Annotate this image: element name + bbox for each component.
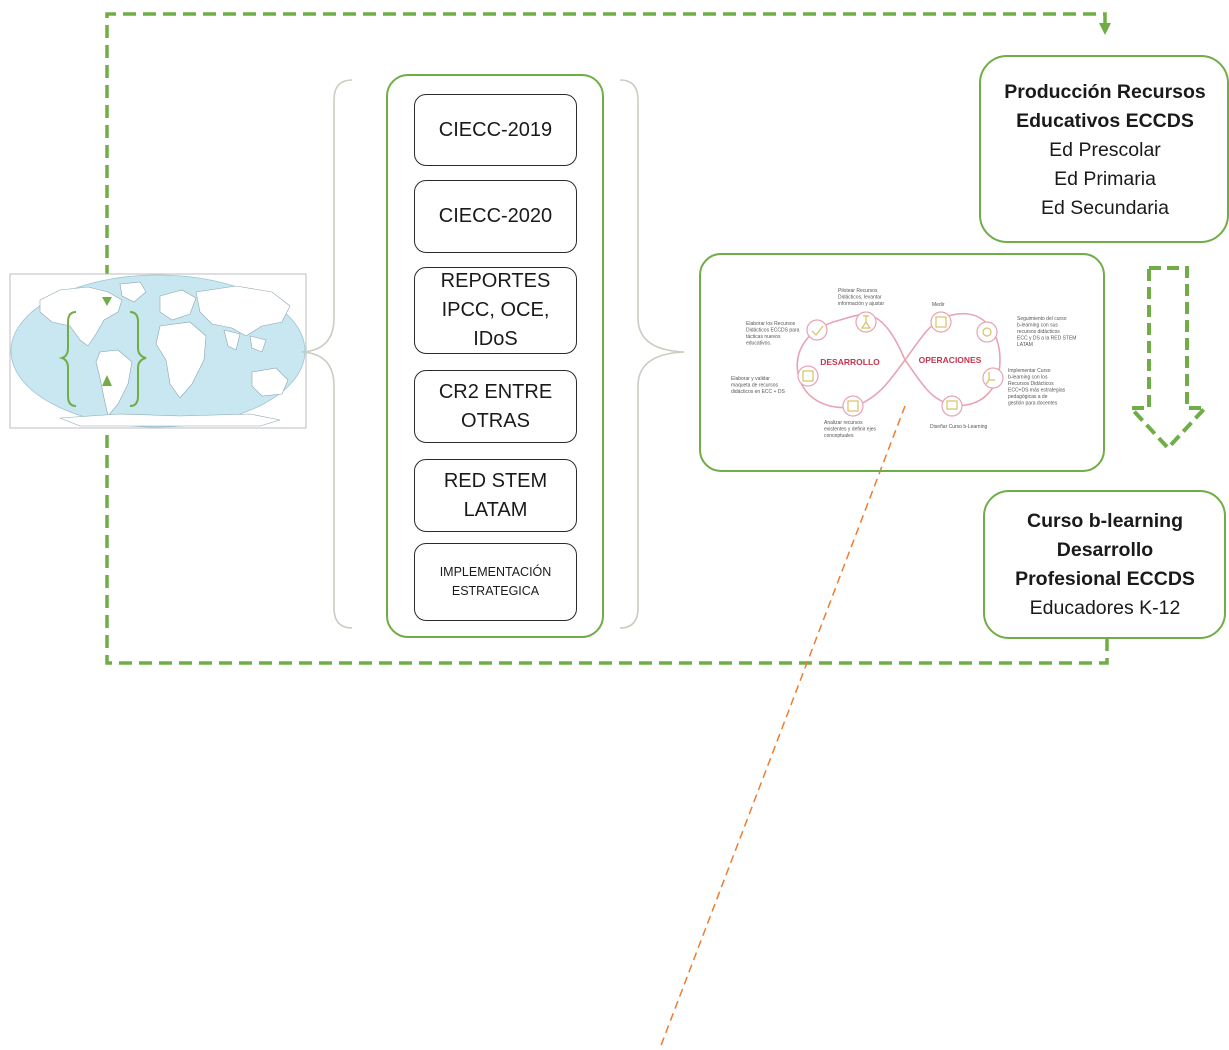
produccion-sub-2: Ed Primaria [1054,168,1156,190]
box-label: CR2 ENTRE OTRAS [438,380,553,432]
map-arrowhead-down [102,297,112,306]
arrowhead-down-top [1099,23,1111,35]
box-implementacion: IMPLEMENTACIÓN ESTRATEGICA [414,543,577,621]
produccion-title-1: Producción Recursos [1004,81,1206,103]
map-brace-right [129,311,147,407]
produccion-title-2: Educativos ECCDS [1016,110,1194,132]
note-bottom-right: Diseñar Curso b-Learning [930,424,987,430]
feedback-loop-top [105,12,1107,298]
orange-dashed-line [659,405,906,1049]
box-label: IMPLEMENTACIÓN ESTRATEGICA [439,565,552,598]
note-top-right-a: Medir [932,302,945,308]
box-ciecc-2019: CIECC-2019 [414,94,577,166]
right-brace [619,79,685,629]
produccion-sub-1: Ed Prescolar [1049,139,1161,161]
curso-text: Curso b-learning Desarrollo Profesional … [985,507,1225,623]
curso-title-2: Desarrollo [1056,539,1154,561]
map-brace-left [58,311,77,407]
produccion-sub-3: Ed Secundaria [1041,197,1169,219]
box-ciecc-2020: CIECC-2020 [414,180,577,253]
curso-title-3: Profesional ECCDS [1015,568,1195,590]
box-label: RED STEM LATAM [443,469,548,521]
node-gear-icon [976,321,998,343]
cycle-right-label: OPERACIONES [919,355,982,365]
curso-box [983,490,1226,639]
curso-title-1: Curso b-learning [1026,510,1183,532]
box-red-stem: RED STEM LATAM [414,459,577,532]
curso-sub-1: Educadores K-12 [1029,597,1181,619]
world-map [9,273,307,429]
box-reportes: REPORTES IPCC, OCE, IDoS [414,267,577,354]
node-check-icon [806,319,828,341]
box-label: CIECC-2020 [438,205,553,227]
produccion-text: Producción Recursos Educativos ECCDS Ed … [984,78,1226,223]
box-cr2: CR2 ENTRE OTRAS [414,370,577,443]
box-label: REPORTES IPCC, OCE, IDoS [440,270,551,350]
cycle-diagram: DESARROLLO OPERACIONES Elaborar los Recu… [731,288,1076,439]
node-person-icon [982,367,1004,389]
map-arrowhead-up [102,375,112,386]
cycle-left-label: DESARROLLO [820,357,880,367]
left-brace [301,79,353,629]
hollow-down-arrow [1126,266,1210,451]
feedback-loop-bottom [105,382,1109,665]
box-label: CIECC-2019 [438,118,553,141]
produccion-box [979,55,1229,243]
cycle-box [699,253,1105,472]
